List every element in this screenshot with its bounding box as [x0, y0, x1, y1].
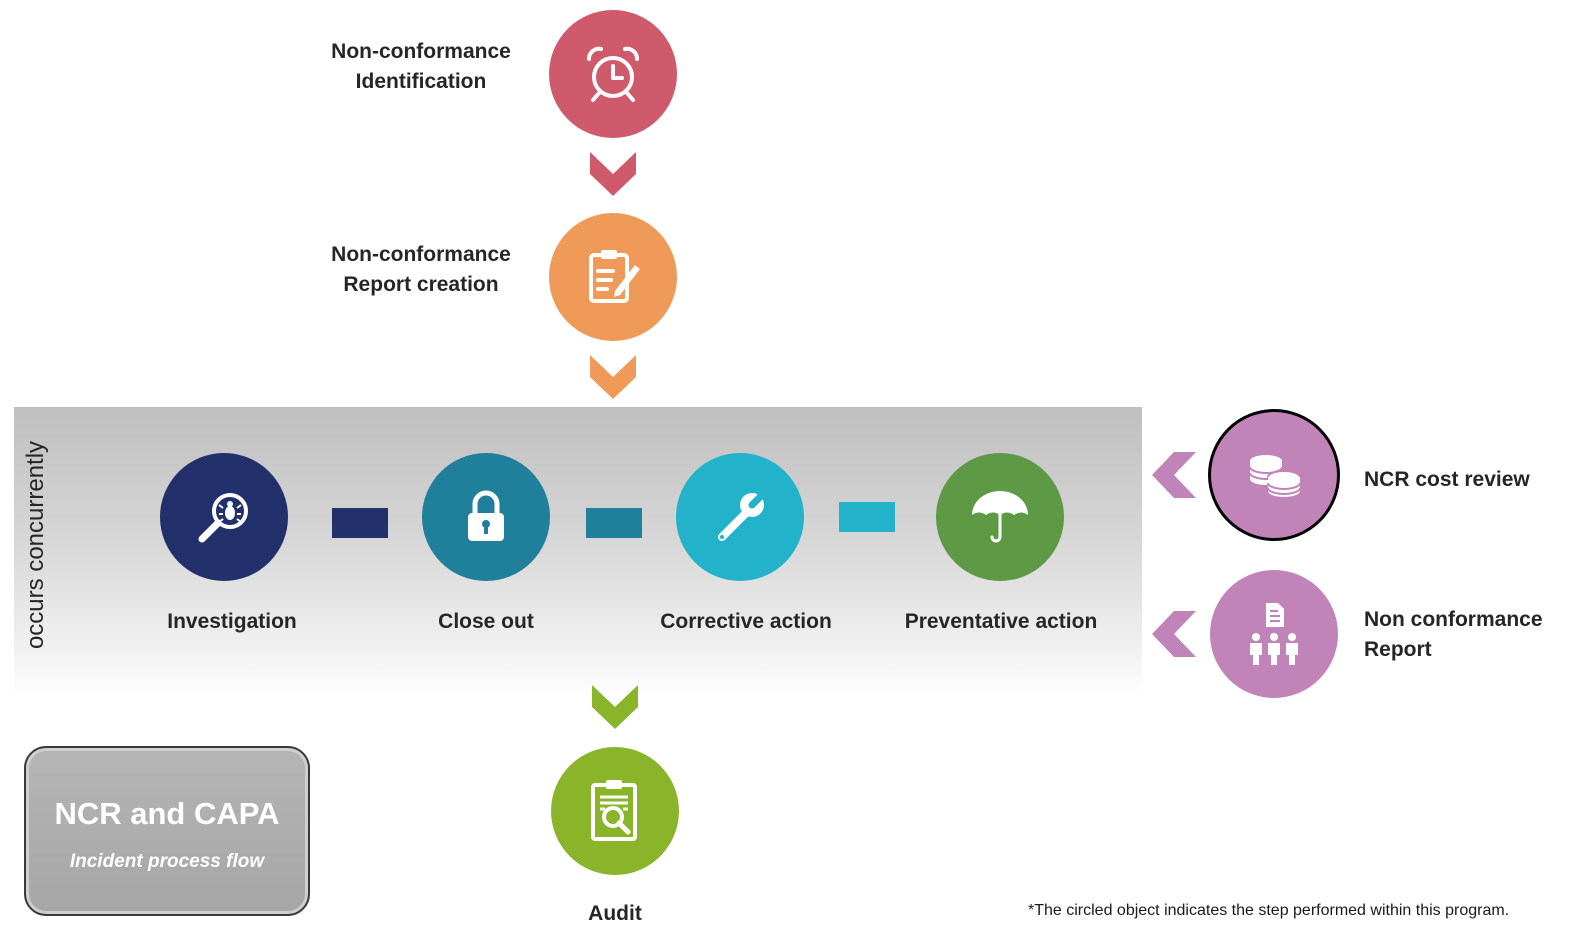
ncr-cost-review-circle[interactable] — [1208, 409, 1340, 541]
coins-icon — [1249, 455, 1301, 497]
wrench-icon — [718, 489, 768, 541]
connector-bar — [332, 508, 388, 538]
footnote: *The circled object indicates the step p… — [1028, 902, 1510, 919]
investigation-circle[interactable] — [160, 453, 288, 581]
preventative-action-circle[interactable] — [936, 453, 1064, 581]
title: NCR and CAPA — [54, 796, 280, 831]
arrow-down-icon — [590, 355, 636, 399]
nc-report-circle[interactable] — [1210, 570, 1338, 698]
umbrella-icon — [972, 491, 1028, 543]
subtitle: Incident process flow — [69, 851, 265, 872]
report-creation-circle[interactable] — [549, 213, 677, 341]
identification-label: Non-conformance Identification — [331, 40, 511, 93]
audit-circle[interactable] — [551, 747, 679, 875]
identification-circle[interactable] — [549, 10, 677, 138]
document-people-icon — [1250, 603, 1298, 665]
corrective-action-circle[interactable] — [676, 453, 804, 581]
arrow-left-icon — [1152, 452, 1196, 498]
arrow-down-icon — [592, 685, 638, 729]
arrow-left-icon — [1152, 611, 1196, 657]
title-box: NCR and CAPA Incident process flow — [24, 746, 310, 916]
investigation-label: Investigation — [167, 610, 297, 633]
arrow-down-icon — [590, 152, 636, 196]
ncr-cost-review-label: NCR cost review — [1364, 468, 1530, 491]
preventative-action-label: Preventative action — [904, 610, 1098, 633]
report-creation-label: Non-conformance Report creation — [331, 243, 511, 296]
clipboard-magnifier-icon — [591, 780, 637, 841]
magnifier-bug-icon — [198, 493, 248, 543]
nc-report-label: Non conformance Report — [1364, 608, 1543, 661]
close-out-circle[interactable] — [422, 453, 550, 581]
close-out-label: Close out — [438, 610, 534, 633]
connector-bar — [586, 508, 642, 538]
audit-label: Audit — [588, 902, 642, 925]
alarm-clock-icon — [587, 46, 639, 102]
corrective-action-label: Corrective action — [660, 610, 832, 633]
concurrent-label: occurs concurrently — [22, 440, 49, 650]
clipboard-pencil-icon — [589, 250, 640, 303]
padlock-icon — [468, 490, 504, 541]
connector-bar — [839, 502, 895, 532]
